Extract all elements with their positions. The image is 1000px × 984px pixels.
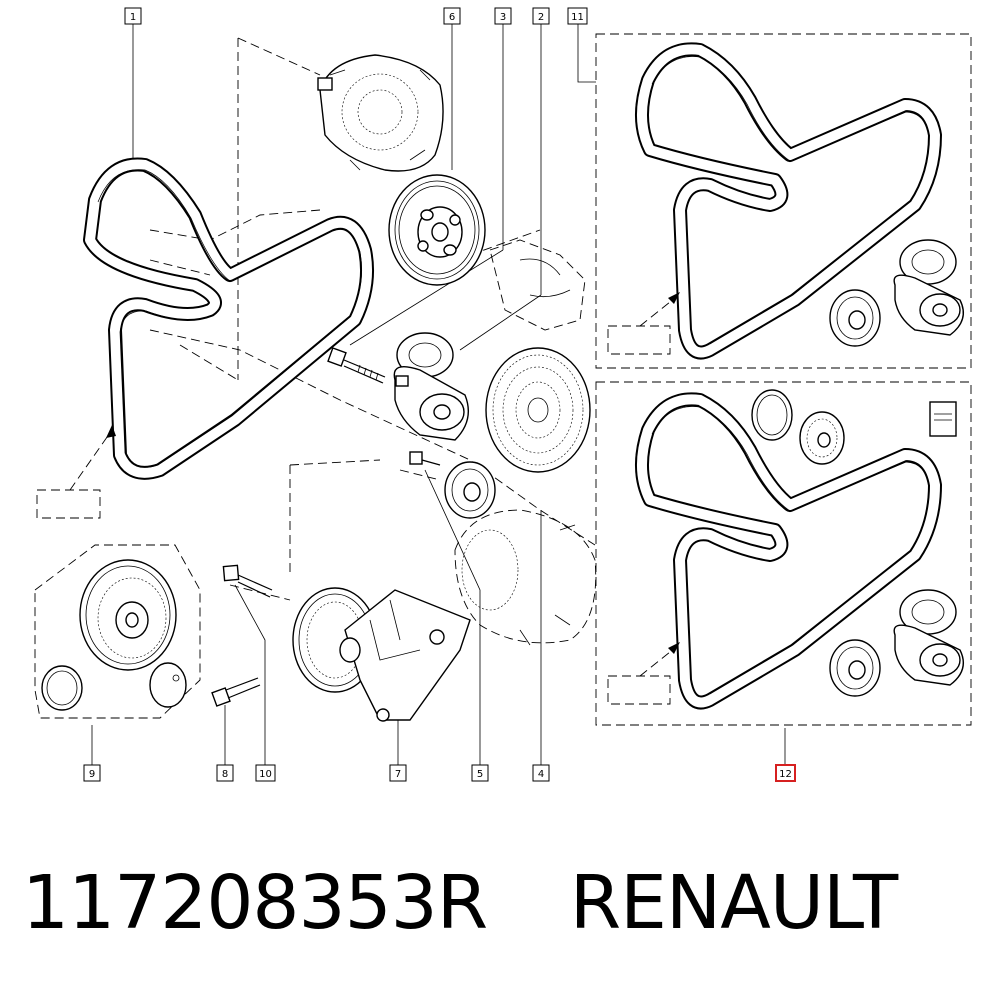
- callout-9[interactable]: 9: [83, 764, 101, 782]
- leader-lines: [91, 24, 786, 765]
- note-box: [36, 489, 101, 519]
- ac-compressor: [454, 509, 597, 646]
- callout-12[interactable]: 12: [775, 764, 796, 782]
- caption: 117208353R RENAULT: [22, 858, 982, 948]
- callout-2-label: 2: [538, 12, 544, 23]
- callout-10-label: 10: [259, 769, 272, 780]
- belt-1: [83, 157, 374, 480]
- callout-12-label: 12: [779, 769, 792, 780]
- bracket-7: [292, 587, 471, 722]
- callout-2[interactable]: 2: [532, 7, 550, 25]
- alternator: [317, 54, 444, 172]
- callout-1[interactable]: 1: [124, 7, 142, 25]
- tensioner: [393, 332, 469, 441]
- callout-6-label: 6: [449, 12, 455, 23]
- callout-7[interactable]: 7: [389, 764, 407, 782]
- parts-diagram: 1 2 3 4 5 6 7 8: [34, 7, 972, 782]
- bolt-3: [327, 347, 386, 384]
- bolt-8: [211, 677, 261, 707]
- callout-11[interactable]: 11: [567, 7, 588, 25]
- callout-8[interactable]: 8: [216, 764, 234, 782]
- callout-11-label: 11: [571, 12, 584, 23]
- callout-3-label: 3: [500, 12, 506, 23]
- pulley-9-group: [34, 544, 201, 719]
- callout-9-label: 9: [89, 769, 95, 780]
- callout-5-label: 5: [477, 769, 483, 780]
- callout-4[interactable]: 4: [532, 764, 550, 782]
- crank-pulley: [485, 347, 591, 473]
- bolt-10: [222, 564, 273, 598]
- callout-1-label: 1: [130, 12, 136, 23]
- callout-4-label: 4: [538, 769, 544, 780]
- power-steering-pump: [489, 239, 586, 331]
- brand-name: RENAULT: [569, 860, 899, 946]
- callout-5[interactable]: 5: [471, 764, 489, 782]
- callout-6[interactable]: 6: [443, 7, 461, 25]
- assembly-dashed-lines: [149, 37, 596, 601]
- callouts: 1 2 3 4 5 6 7 8: [83, 7, 796, 782]
- callout-3[interactable]: 3: [494, 7, 512, 25]
- idler-5: [409, 451, 496, 519]
- part-number: 117208353R: [22, 860, 488, 946]
- belt-kit-12: [595, 381, 972, 726]
- callout-7-label: 7: [395, 769, 401, 780]
- belt-kit-11: [595, 33, 972, 369]
- callout-8-label: 8: [222, 769, 228, 780]
- pulley-6: [388, 174, 486, 286]
- callout-10[interactable]: 10: [255, 764, 276, 782]
